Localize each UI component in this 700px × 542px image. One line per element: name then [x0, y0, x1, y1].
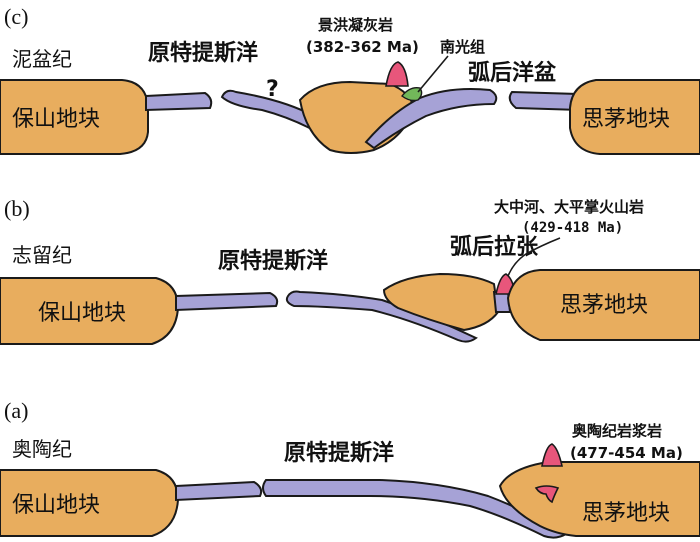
panel-b-rifting-label: 弧后拉张 — [450, 234, 539, 260]
panel-b-right-block-label: 思茅地块 — [560, 293, 648, 318]
panel-a-ocean-label: 原特提斯洋 — [284, 440, 394, 466]
panel-c-period-label: 泥盆纪 — [12, 47, 72, 71]
panel-a-intrusive-magma — [534, 485, 560, 504]
panel-c-right-block-label: 思茅地块 — [582, 107, 670, 132]
panel-a-rock-age: (477-454 Ma) — [570, 444, 683, 462]
panel-b-arc-terrane — [382, 272, 500, 332]
panel-b-subducting-slab — [285, 290, 478, 343]
panel-b-rock-name: 大中河、大平掌火山岩 — [494, 198, 644, 216]
panel-c-baoshan-block — [0, 79, 149, 155]
panel-c: (c) 泥盆纪 原特提斯洋 ? 景洪凝灰岩 (382-362 Ma) 南光组 弧… — [0, 4, 700, 155]
panel-a-rock-name: 奥陶纪岩浆岩 — [572, 422, 662, 440]
panel-c-group-leader-line — [417, 55, 449, 93]
panel-a-period-label: 奥陶纪 — [12, 437, 72, 461]
panel-b-tag: (b) — [4, 196, 30, 221]
panel-b-simao-block — [506, 269, 700, 341]
panel-a: (a) 奥陶纪 原特提斯洋 奥陶纪岩浆岩 (477-454 Ma) 保山地块 思… — [0, 398, 700, 539]
panel-c-left-slab — [145, 91, 213, 112]
panel-c-ocean-label: 原特提斯洋 — [148, 40, 258, 66]
panel-c-basin-label: 弧后洋盆 — [468, 60, 557, 86]
panel-c-rock-name: 景洪凝灰岩 — [318, 16, 393, 34]
panel-c-nanguang-group — [401, 86, 423, 102]
panel-b: (b) 志留纪 原特提斯洋 弧后拉张 大中河、大平掌火山岩 (429-418 M… — [0, 196, 700, 345]
panel-c-left-block-label: 保山地块 — [12, 107, 100, 132]
panel-c-question-mark: ? — [266, 77, 279, 102]
panel-a-left-block-label: 保山地块 — [12, 493, 100, 518]
panel-c-rock-age: (382-362 Ma) — [306, 38, 419, 56]
panel-c-group-label: 南光组 — [440, 38, 485, 56]
panel-a-tag: (a) — [4, 398, 28, 423]
panel-c-simao-block — [569, 79, 700, 155]
panel-a-simao-block — [498, 461, 700, 537]
panel-c-tag: (c) — [4, 4, 28, 29]
panel-b-period-label: 志留纪 — [12, 243, 72, 267]
panel-b-left-block-label: 保山地块 — [38, 301, 126, 326]
panel-a-subducting-slab — [262, 479, 568, 539]
panel-b-ocean-label: 原特提斯洋 — [218, 248, 328, 274]
panel-b-rock-leader-line — [507, 237, 561, 277]
panel-b-left-slab — [175, 291, 279, 312]
panel-a-left-slab — [175, 480, 263, 502]
panel-c-jinghong-tuff-magma — [385, 61, 409, 87]
panel-a-right-block-label: 思茅地块 — [582, 501, 670, 526]
panel-c-east-subducting-slab — [364, 88, 498, 150]
panel-a-surface-magma — [541, 443, 563, 467]
panel-b-rock-age: (429-418 Ma) — [522, 220, 623, 236]
